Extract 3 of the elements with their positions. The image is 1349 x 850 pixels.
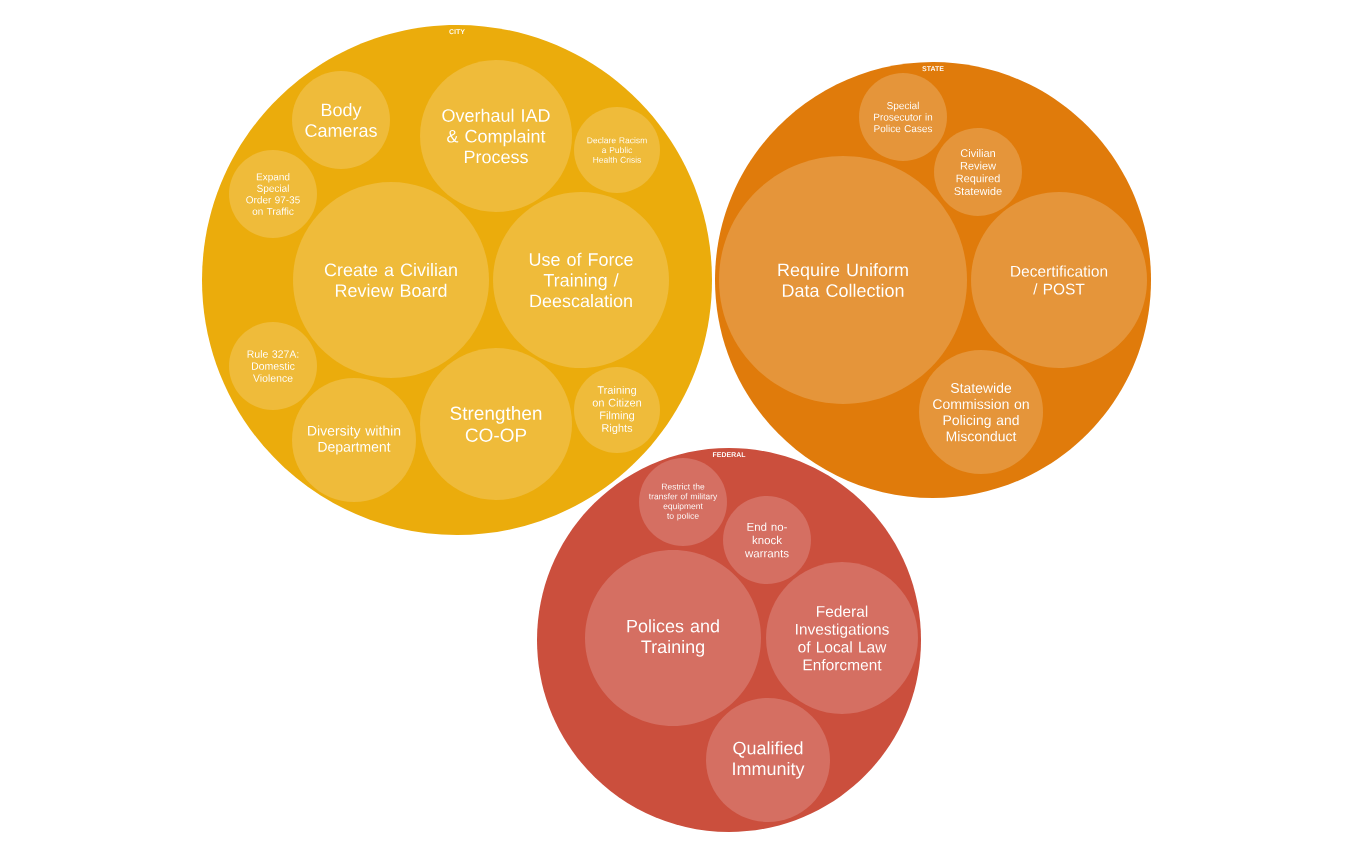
node-label: Create a Civilian Review Board [324, 263, 457, 297]
node-label: Overhaul IAD & Complaint Process [442, 108, 550, 164]
node-label: Strengthen CO-OP [450, 406, 542, 442]
